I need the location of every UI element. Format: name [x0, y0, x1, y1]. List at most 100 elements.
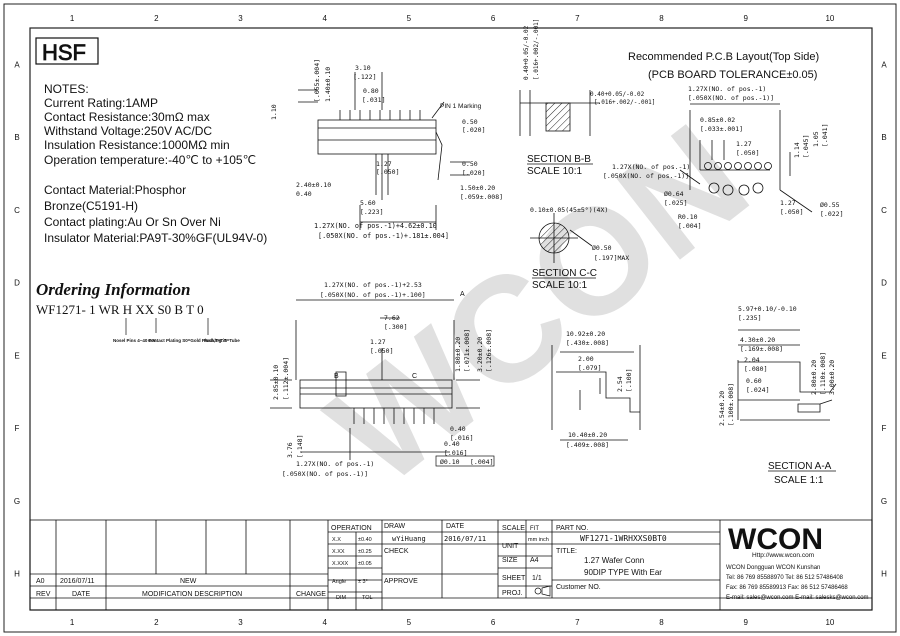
dim-label: [.071±.008]	[463, 329, 471, 372]
material-line: Contact plating:Au Or Sn Over Ni	[44, 215, 221, 229]
frame-row-letter: G	[881, 497, 887, 506]
frame-row-letter: H	[14, 570, 20, 579]
rev-header: REV	[36, 591, 51, 598]
dim-label: 1.14	[793, 142, 801, 158]
frame-row-letter: C	[14, 206, 20, 215]
dim-label: Ø0.55	[820, 201, 840, 209]
dim-label: [.045]	[802, 135, 810, 158]
dim-label: Ø0.64	[664, 190, 684, 198]
dim-label: 0.85±0.02	[700, 116, 735, 124]
dim-label: 1.80±0.20	[454, 337, 462, 372]
section-a-scale: SCALE 1:1	[774, 475, 824, 486]
frame-column-number: 2	[154, 618, 159, 627]
dim-label: 0.50	[462, 160, 478, 168]
section-c-title: SECTION C-C	[532, 268, 597, 279]
hsf-logo: HSF	[42, 40, 86, 65]
pcb-tolerance: (PCB BOARD TOLERANCE±0.05)	[648, 69, 817, 81]
ordering-sublabel: Packing: T=Tube	[204, 338, 240, 343]
wcon-url: Http://www.wcon.com	[752, 552, 814, 559]
dim-label: [.110±.008]	[819, 352, 827, 395]
dim-label: 1.50±0.20	[460, 184, 495, 192]
frame-column-number: 1	[70, 618, 75, 627]
tb-part-no: WF1271-1WRHXXS0BT0	[580, 534, 667, 543]
ordering-title: Ordering Information	[36, 280, 190, 299]
material-line: Contact Material:Phosphor	[44, 183, 186, 197]
tb-date-value: 2016/07/11	[444, 535, 486, 543]
note-line: Current Rating:1AMP	[44, 96, 158, 110]
dim-label: [.169±.008]	[740, 345, 783, 353]
frame-row-letter: B	[881, 133, 886, 142]
dim-label: [.235]	[738, 314, 761, 322]
dim-label: [.079]	[578, 364, 601, 372]
note-line: Operation temperature:-40℃ to +105℃	[44, 153, 256, 167]
frame-row-letter: D	[881, 279, 887, 288]
dim-label: 1.27	[376, 160, 392, 168]
rev-header: MODIFICATION DESCRIPTION	[142, 591, 242, 598]
dim-label: 1.27	[736, 140, 752, 148]
pcb-layout-title: Recommended P.C.B Layout(Top Side)	[628, 51, 819, 63]
dim-label: [.016+.002/-.001]	[594, 99, 655, 106]
frame-row-letter: F	[15, 424, 20, 433]
front-view	[270, 299, 480, 460]
dim-label: Ø0.50	[592, 244, 612, 252]
frame-column-number: 1	[70, 14, 75, 23]
tol-value: ± 3°	[358, 579, 368, 585]
dim-label: [.080]	[744, 365, 767, 373]
tol-value: ±0.25	[358, 549, 372, 555]
company-line: E-mail: sales@wcon.com E-mail: salesks@w…	[726, 595, 869, 601]
dim-label: 1.27X(NO. of pos.-1)	[296, 460, 374, 468]
frame-column-number: 6	[491, 618, 496, 627]
dim-label: 0.40	[450, 425, 466, 433]
dim-label: 2.54±0.20	[718, 391, 726, 426]
pin1-marking-label: PIN 1 Marking	[440, 103, 482, 110]
dim-label: 1.27	[370, 338, 386, 346]
ordering-leaders	[125, 318, 209, 335]
dim-label: [.055±.004]	[313, 59, 321, 102]
dim-label: [.059±.008]	[460, 193, 503, 201]
dim-label: [.050]	[370, 347, 393, 355]
dim-label: [.126±.008]	[485, 329, 493, 372]
dim-label: [.300]	[384, 323, 407, 331]
tb-customer-label: Customer NO.	[556, 584, 601, 591]
tb-draw-name: wYiHuang	[392, 535, 426, 543]
frame-row-letter: D	[14, 279, 20, 288]
dim-label: [.197]MAX	[594, 254, 629, 262]
dim-label: [.020]	[462, 126, 485, 134]
tb-date-label: DATE	[446, 523, 464, 530]
dim-label: 1.27X(NO. of pos.-1)	[688, 85, 766, 93]
dim-label: 0.40+0.05/-0.02	[523, 25, 530, 80]
tb-size-label: SIZE	[502, 557, 518, 564]
dim-label: [.004]	[678, 222, 701, 230]
tb-unit-value: mm inch	[528, 537, 549, 543]
frame-row-letter: A	[881, 60, 887, 69]
dim-label: 2.54	[616, 376, 624, 392]
tb-proj-label: PROJ.	[502, 590, 523, 597]
dim-label: 7.62	[384, 314, 400, 322]
frame-row-letter: A	[14, 60, 20, 69]
frame-row-letter: G	[14, 497, 20, 506]
tb-operation-label: OPERATION	[331, 525, 372, 532]
frame-column-number: 9	[743, 618, 748, 627]
dim-label: [.050]	[736, 149, 759, 157]
frame-column-number: 8	[659, 14, 664, 23]
frame-column-number: 3	[238, 618, 243, 627]
dim-label: 3.00±0.20	[828, 360, 836, 395]
tb-tol-label: TOL	[362, 595, 373, 601]
dim-label: [.148]	[296, 435, 304, 458]
dim-label: 0.40	[296, 190, 312, 198]
frame-row-letter: C	[881, 206, 887, 215]
frame-row-letter: F	[882, 424, 887, 433]
dim-label: [.016]	[450, 434, 473, 442]
dim-label: 0.60	[746, 377, 762, 385]
rev-desc-value: NEW	[180, 578, 197, 585]
tb-sheet-value: 1/1	[532, 575, 542, 582]
dim-label: [.050X(NO. of pos.-1)]	[282, 470, 368, 478]
dim-label: [.022]	[820, 210, 843, 218]
dim-label: 2.85±0.10	[272, 365, 280, 400]
section-b-title: SECTION B-B	[527, 154, 591, 165]
dim-label: [.024]	[746, 386, 769, 394]
